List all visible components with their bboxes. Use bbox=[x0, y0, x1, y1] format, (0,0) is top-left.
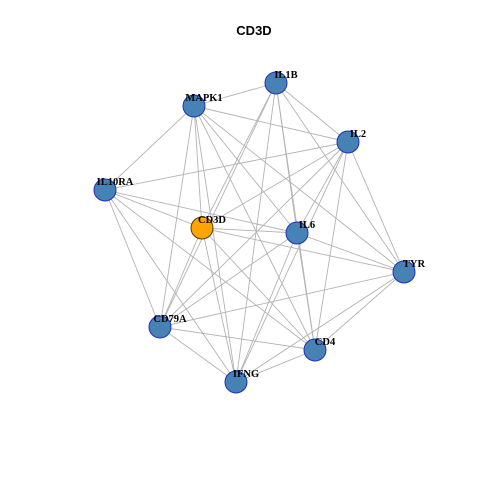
node-label-il2: IL2 bbox=[350, 129, 366, 140]
node-label-cd79a: CD79A bbox=[153, 314, 187, 325]
node-il10ra[interactable]: IL10RA bbox=[93, 177, 134, 202]
node-circle-cd3d[interactable] bbox=[190, 216, 214, 240]
edge-il1b-il2 bbox=[275, 82, 349, 143]
edge-mapk1-ifng bbox=[193, 105, 237, 383]
graph-title: CD3D bbox=[236, 23, 271, 38]
node-label-il6: IL6 bbox=[299, 220, 315, 231]
edge-cd4-ifng bbox=[235, 349, 316, 383]
edge-il10ra-cd79a bbox=[104, 189, 161, 328]
edge-mapk1-il2 bbox=[193, 105, 349, 143]
edge-tyr-ifng bbox=[235, 271, 405, 383]
node-circle-mapk1[interactable] bbox=[182, 94, 206, 118]
node-label-cd4: CD4 bbox=[315, 337, 336, 348]
edge-il2-ifng bbox=[235, 141, 349, 383]
node-circle-il2[interactable] bbox=[336, 130, 360, 154]
node-circle-il6[interactable] bbox=[285, 221, 309, 245]
node-circle-cd4[interactable] bbox=[303, 338, 327, 362]
edge-mapk1-tyr bbox=[193, 105, 405, 273]
node-cd3d[interactable]: CD3D bbox=[190, 215, 226, 240]
node-circle-tyr[interactable] bbox=[392, 260, 416, 284]
node-ifng[interactable]: IFNG bbox=[224, 369, 259, 394]
edge-il2-il10ra bbox=[104, 141, 349, 191]
node-label-il1b: IL1B bbox=[274, 70, 297, 81]
node-label-tyr: TYR bbox=[403, 259, 426, 270]
node-tyr[interactable]: TYR bbox=[392, 259, 426, 284]
edge-il2-cd79a bbox=[159, 141, 349, 328]
edge-cd79a-cd4 bbox=[159, 326, 316, 351]
edge-il10ra-ifng bbox=[104, 189, 237, 383]
edge-il2-il6 bbox=[296, 141, 349, 234]
edge-cd3d-il6 bbox=[201, 227, 298, 234]
node-il6[interactable]: IL6 bbox=[285, 220, 315, 245]
edge-cd3d-cd4 bbox=[201, 227, 316, 351]
node-cd79a[interactable]: CD79A bbox=[148, 314, 187, 339]
edge-il6-tyr bbox=[296, 232, 405, 273]
edge-cd3d-tyr bbox=[201, 227, 405, 273]
edge-cd3d-ifng bbox=[201, 227, 237, 383]
edge-il1b-cd3d bbox=[201, 82, 277, 229]
node-cd4[interactable]: CD4 bbox=[303, 337, 336, 362]
node-mapk1[interactable]: MAPK1 bbox=[182, 93, 223, 118]
edge-tyr-cd79a bbox=[159, 271, 405, 328]
edge-layer bbox=[104, 82, 405, 383]
node-il1b[interactable]: IL1B bbox=[264, 70, 298, 95]
edge-mapk1-il6 bbox=[193, 105, 298, 234]
edge-il10ra-il6 bbox=[104, 189, 298, 234]
node-label-cd3d: CD3D bbox=[198, 215, 226, 226]
node-circle-il10ra[interactable] bbox=[93, 178, 117, 202]
edge-cd79a-ifng bbox=[159, 326, 237, 383]
edge-il1b-cd79a bbox=[159, 82, 277, 328]
edge-mapk1-cd3d bbox=[193, 105, 203, 229]
node-il2[interactable]: IL2 bbox=[336, 129, 366, 154]
edge-il1b-mapk1 bbox=[193, 82, 277, 107]
edge-il6-cd79a bbox=[159, 232, 298, 328]
edge-cd3d-cd79a bbox=[159, 227, 203, 328]
edge-mapk1-il10ra bbox=[104, 105, 195, 191]
edge-mapk1-cd79a bbox=[159, 105, 195, 328]
node-label-il10ra: IL10RA bbox=[97, 177, 134, 188]
edge-il10ra-cd3d bbox=[104, 189, 203, 229]
edge-il2-tyr bbox=[347, 141, 405, 273]
node-circle-il1b[interactable] bbox=[264, 71, 288, 95]
edge-tyr-cd4 bbox=[314, 271, 405, 351]
edge-il1b-tyr bbox=[275, 82, 405, 273]
edge-il6-ifng bbox=[235, 232, 298, 383]
node-label-ifng: IFNG bbox=[233, 369, 259, 380]
edge-il6-cd4 bbox=[296, 232, 316, 351]
node-circle-ifng[interactable] bbox=[224, 370, 248, 394]
node-label-mapk1: MAPK1 bbox=[185, 93, 222, 104]
node-circle-cd79a[interactable] bbox=[148, 315, 172, 339]
edge-il10ra-cd4 bbox=[104, 189, 316, 351]
edge-il2-cd3d bbox=[201, 141, 349, 229]
edge-mapk1-cd4 bbox=[193, 105, 316, 351]
